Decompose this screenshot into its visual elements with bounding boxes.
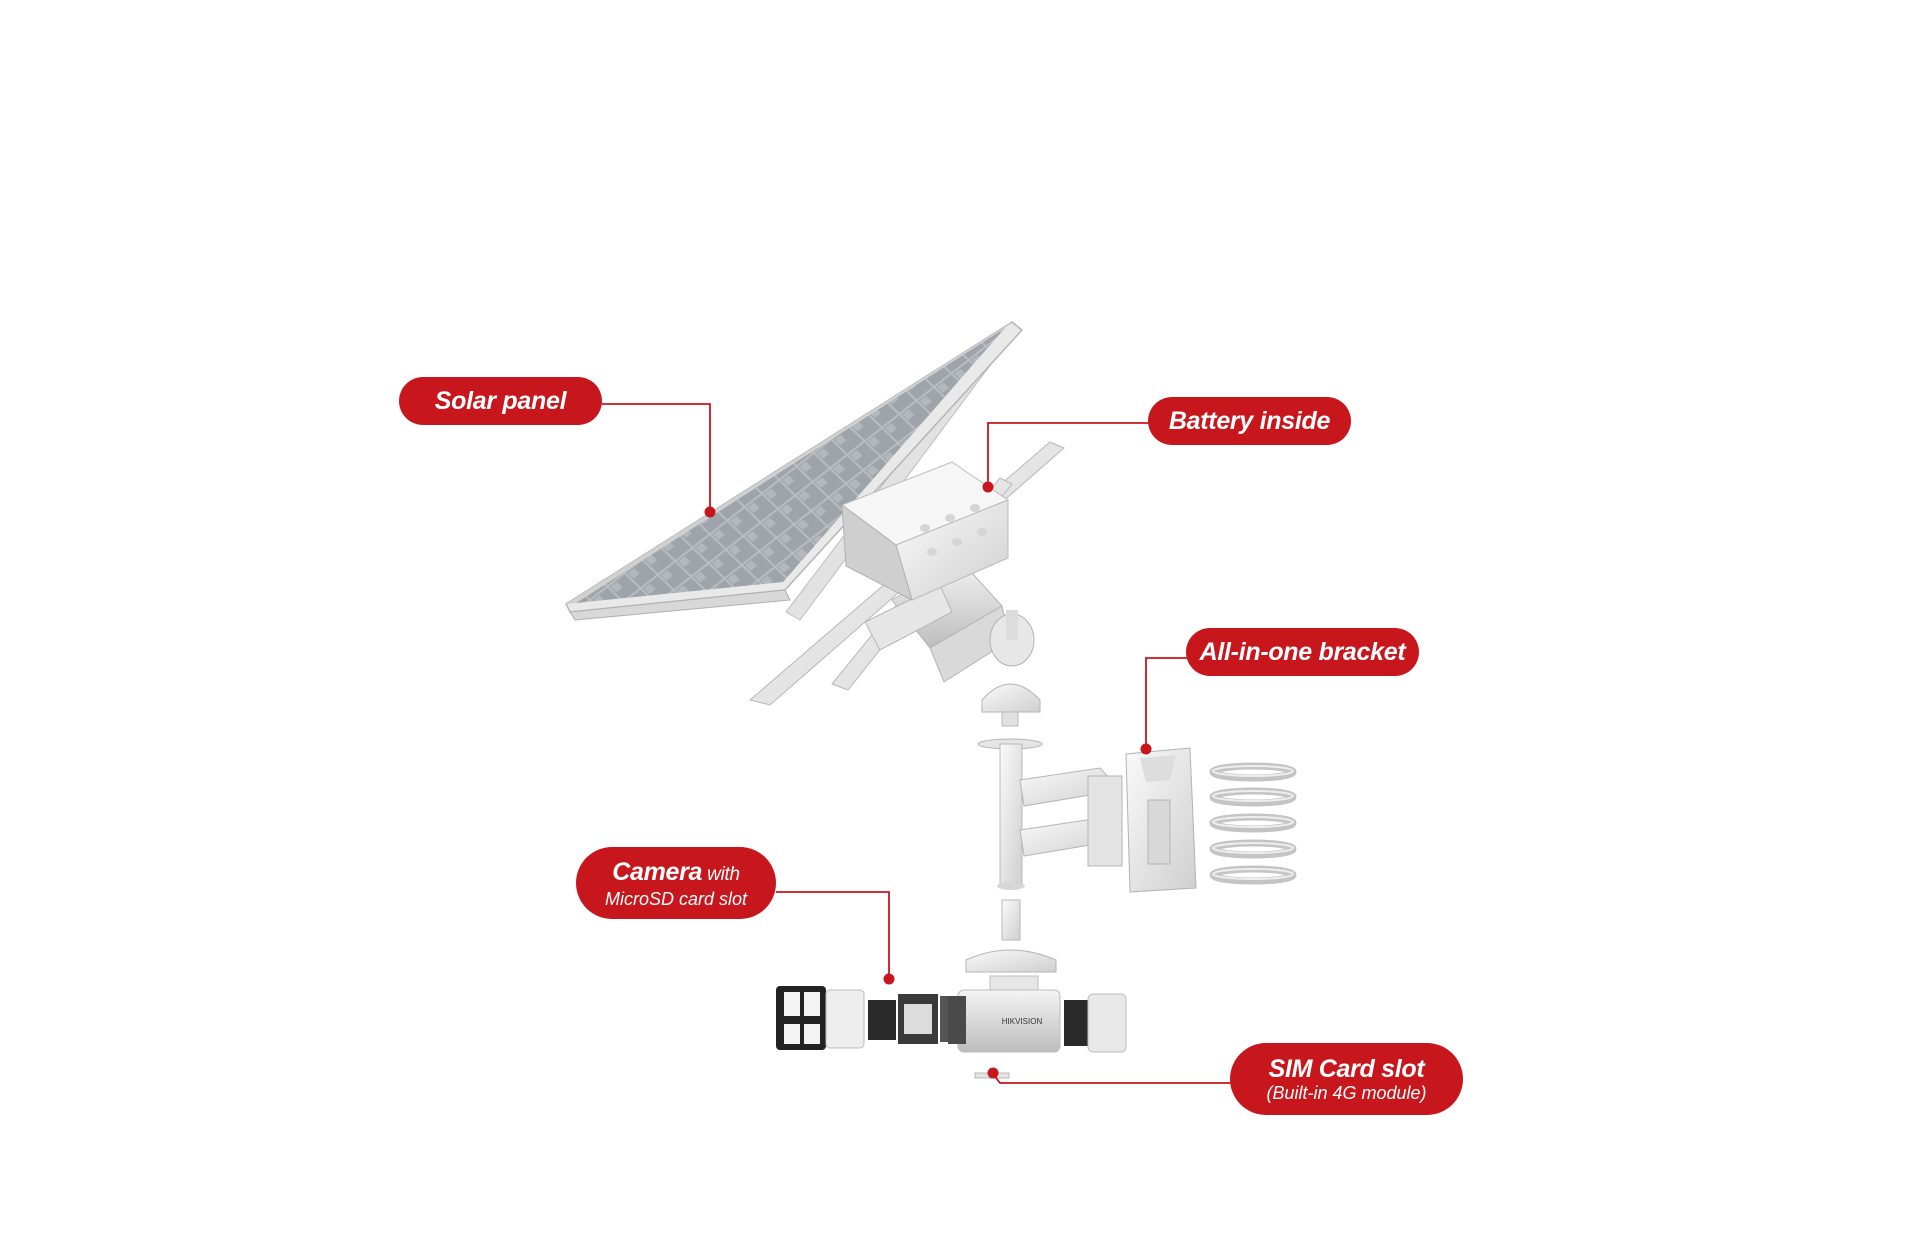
- camera-marker: [883, 973, 895, 985]
- bracket-label: All-in-one bracket: [1186, 628, 1419, 676]
- solar-panel-label-text: Solar panel: [434, 387, 567, 415]
- camera-label-text: Camera: [612, 857, 703, 886]
- camera-illustration: HIKVISION: [776, 975, 1127, 1079]
- camera-label-sub: MicroSD card slot: [604, 888, 748, 909]
- sim-card-label: SIM Card slot (Built-in 4G module): [1230, 1043, 1463, 1115]
- bracket-marker: [1140, 743, 1152, 755]
- sim-card-label-sub: (Built-in 4G module): [1266, 1083, 1427, 1103]
- battery-label: Battery inside: [1148, 397, 1351, 445]
- battery-marker: [982, 481, 994, 493]
- solar-panel-illustration: [565, 321, 1065, 706]
- bracket-illustration: [965, 683, 1297, 973]
- camera-brand-text: HIKVISION: [1002, 1017, 1043, 1026]
- sim-card-marker: [987, 1067, 999, 1079]
- camera-label-with: with: [702, 863, 740, 885]
- sim-card-label-text: SIM Card slot: [1268, 1055, 1425, 1083]
- camera-label: Camera with MicroSD card slot: [576, 847, 776, 919]
- solar-panel-label: Solar panel: [399, 377, 602, 425]
- bracket-label-text: All-in-one bracket: [1199, 638, 1406, 666]
- solar-panel-marker: [704, 506, 716, 518]
- battery-label-text: Battery inside: [1168, 407, 1331, 435]
